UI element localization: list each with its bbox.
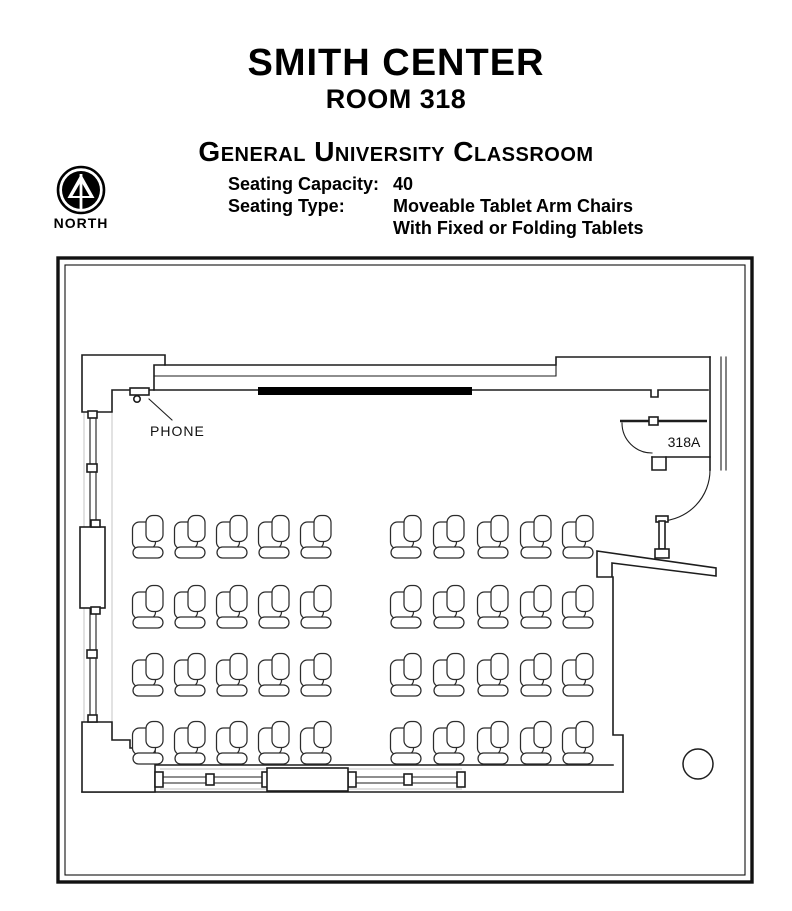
phone-label: PHONE: [150, 423, 205, 439]
north-label: NORTH: [53, 215, 109, 231]
tablet-arm-chair: [519, 514, 552, 559]
tablet-arm-chair: [173, 652, 206, 697]
tablet-arm-chair: [257, 514, 290, 559]
tablet-arm-chair: [299, 720, 332, 765]
tablet-arm-chair: [561, 720, 594, 765]
tablet-arm-chair: [389, 514, 422, 559]
tablet-arm-chair: [257, 584, 290, 629]
tablet-arm-chair: [173, 720, 206, 765]
tablet-arm-chair: [561, 652, 594, 697]
seating-type-label: Seating Type:: [228, 196, 345, 216]
tablet-arm-chair: [476, 514, 509, 559]
tablet-arm-chair: [299, 652, 332, 697]
tablet-arm-chair: [476, 652, 509, 697]
walls: [81, 354, 727, 793]
classroom-type-title: General University Classroom: [198, 136, 594, 167]
door-318A-label: 318A: [668, 434, 701, 450]
bottom-radiator: [266, 767, 349, 792]
tablet-arm-chair: [432, 652, 465, 697]
tablet-arm-chair: [432, 720, 465, 765]
phone-symbol: [129, 387, 173, 421]
tablet-arm-chair: [173, 584, 206, 629]
tablet-arm-chair: [173, 514, 206, 559]
chair-grid: [131, 514, 594, 765]
left-radiator: [79, 519, 106, 615]
tablet-arm-chair: [389, 720, 422, 765]
tablet-arm-chair: [476, 584, 509, 629]
tablet-arm-chair: [519, 584, 552, 629]
seating-type-value-line2: With Fixed or Folding Tablets: [393, 218, 644, 238]
tablet-arm-chair: [131, 720, 164, 765]
tablet-arm-chair: [432, 584, 465, 629]
tablet-arm-chair: [561, 584, 594, 629]
tablet-arm-chair: [131, 584, 164, 629]
tablet-arm-chair: [215, 584, 248, 629]
tablet-arm-chair: [215, 652, 248, 697]
blackboard: [258, 387, 472, 395]
entry-door: [654, 469, 711, 559]
building-title: SMITH CENTER: [247, 42, 545, 84]
tablet-arm-chair: [389, 584, 422, 629]
north-arrow-icon: [40, 163, 122, 222]
tablet-arm-chair: [299, 584, 332, 629]
drawing-frame: [56, 256, 754, 884]
tablet-arm-chair: [257, 720, 290, 765]
tablet-arm-chair: [299, 514, 332, 559]
seating-capacity-value: 40: [393, 174, 414, 194]
tablet-arm-chair: [519, 652, 552, 697]
left-window-band: [86, 410, 98, 723]
tablet-arm-chair: [131, 652, 164, 697]
seating-type-value-line1: Moveable Tablet Arm Chairs: [393, 196, 634, 216]
north-compass-icon: [56, 165, 106, 215]
tablet-arm-chair: [432, 514, 465, 559]
tablet-arm-chair: [257, 652, 290, 697]
tablet-arm-chair: [131, 514, 164, 559]
tablet-arm-chair: [561, 514, 594, 559]
tablet-arm-chair: [215, 720, 248, 765]
column-circle: [682, 748, 714, 780]
door-318A: [620, 416, 707, 454]
room-title: ROOM 318: [325, 84, 467, 114]
tablet-arm-chair: [389, 652, 422, 697]
tablet-arm-chair: [519, 720, 552, 765]
bottom-window-band: [154, 771, 466, 788]
tablet-arm-chair: [476, 720, 509, 765]
seating-capacity-label: Seating Capacity:: [228, 174, 380, 194]
tablet-arm-chair: [215, 514, 248, 559]
